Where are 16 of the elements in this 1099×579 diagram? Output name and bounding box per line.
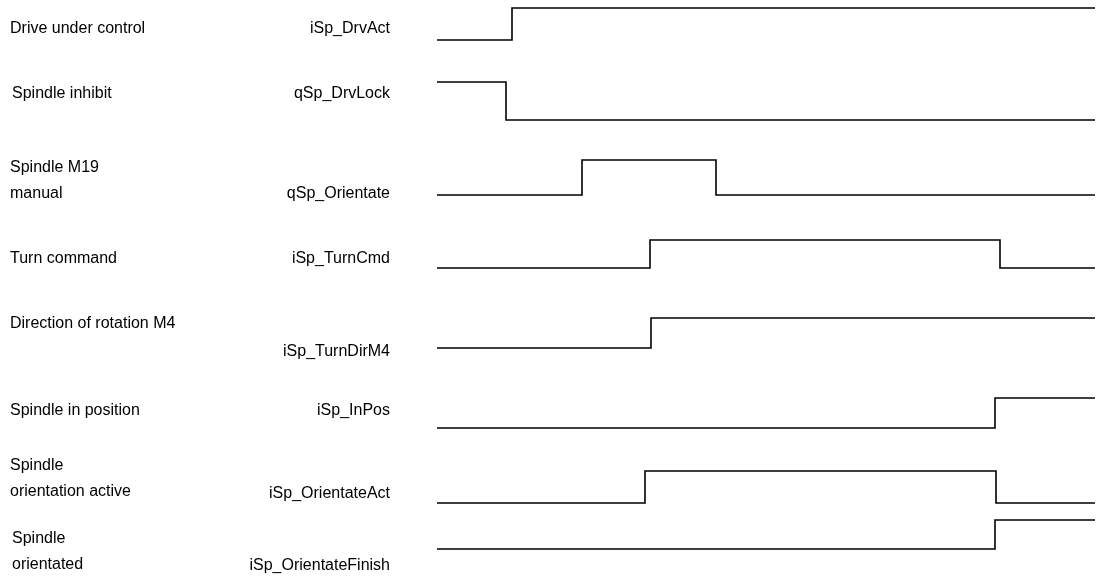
signal-name: iSp_OrientateFinish bbox=[249, 555, 390, 575]
signal-name: iSp_TurnDirM4 bbox=[283, 341, 390, 361]
signal-description: Turn command bbox=[10, 248, 118, 268]
signal-description: Spindle orientation active bbox=[10, 455, 132, 501]
signal-description: Spindle inhibit bbox=[12, 83, 113, 103]
signal-description: Spindle in position bbox=[10, 400, 141, 420]
signal-name: iSp_DrvAct bbox=[309, 18, 390, 38]
signal-description: Spindle M19 manual bbox=[10, 157, 100, 203]
signal-name: iSp_TurnCmd bbox=[291, 248, 390, 268]
signal-name: qSp_Orientate bbox=[286, 183, 390, 203]
signal-name: iSp_InPos bbox=[317, 400, 390, 420]
signal-name: qSp_DrvLock bbox=[293, 83, 390, 103]
signal-description: Spindle orientated bbox=[12, 528, 85, 574]
signal-description: Drive under control bbox=[10, 18, 147, 38]
signal-name: iSp_OrientateAct bbox=[269, 483, 390, 503]
signal-description: Direction of rotation M4 bbox=[10, 313, 177, 333]
